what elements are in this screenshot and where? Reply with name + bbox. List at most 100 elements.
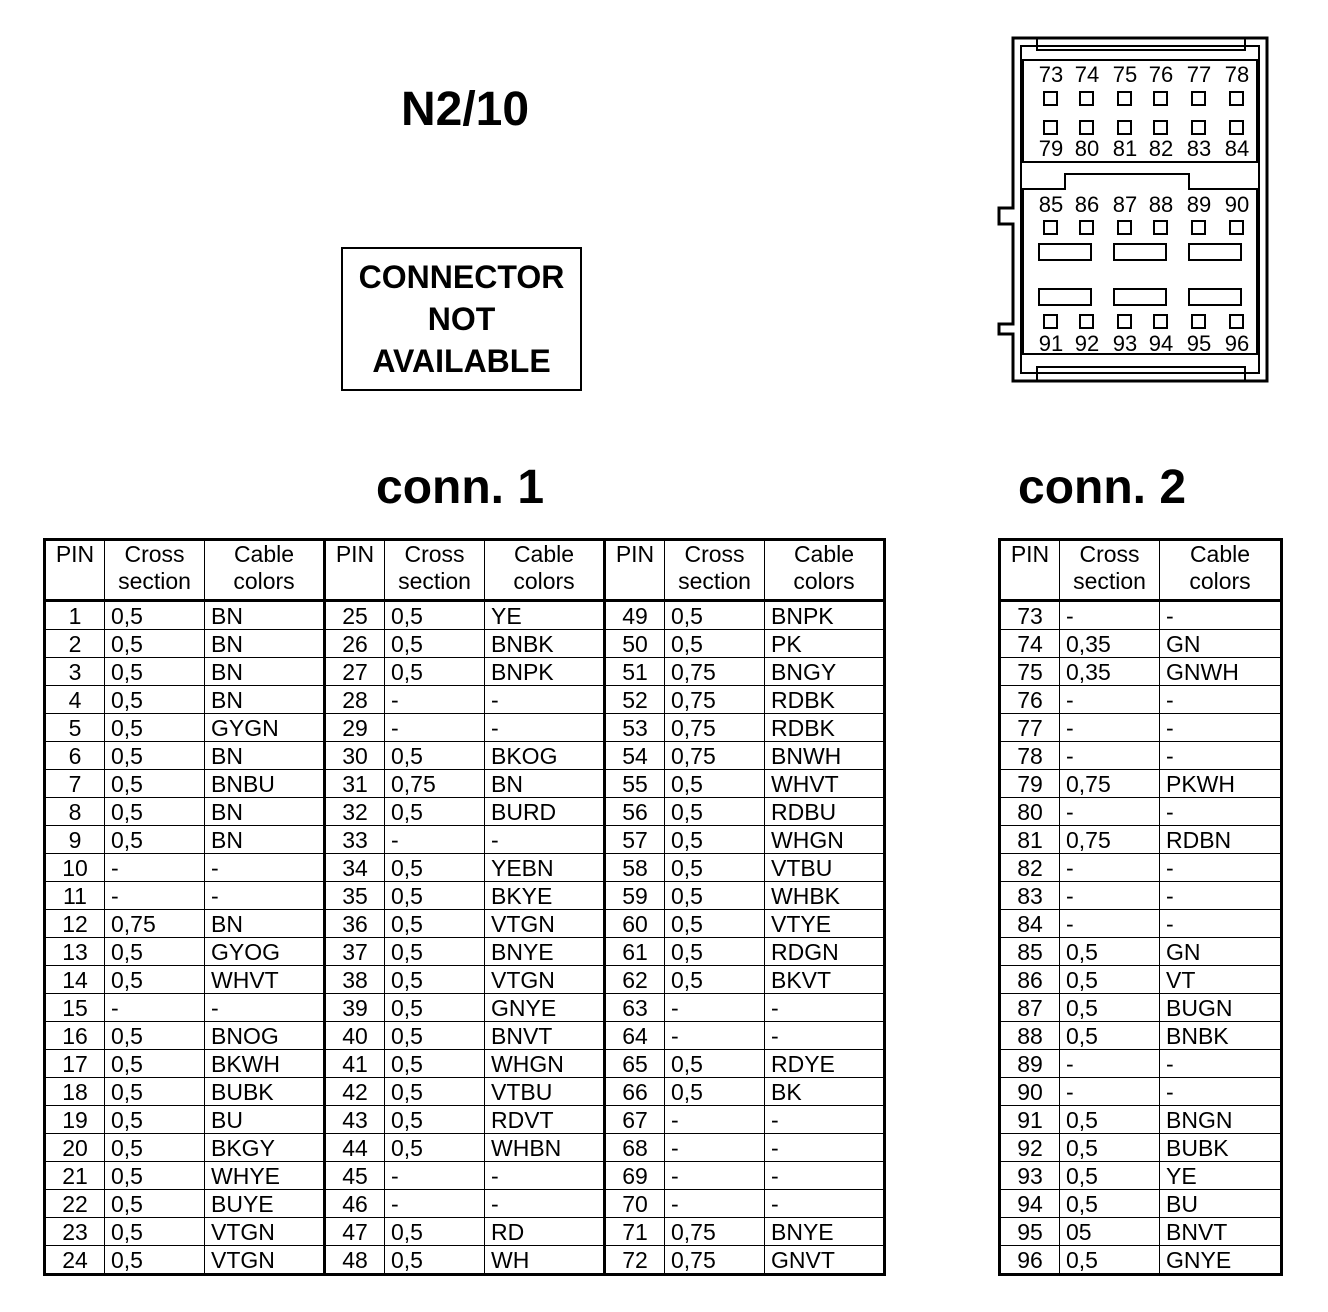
conn-1-pin-table: PIN Cross section Cable colors PIN Cross… bbox=[43, 538, 886, 1276]
header-cable-colors: Cable colors bbox=[1159, 539, 1282, 602]
pin-number: 54 bbox=[604, 741, 665, 770]
pin-number: 61 bbox=[604, 937, 665, 966]
cross-section-value: - bbox=[664, 1105, 765, 1134]
cable-color-value: BN bbox=[204, 825, 326, 854]
pin-number: 50 bbox=[604, 629, 665, 658]
cable-color-value: BN bbox=[484, 769, 606, 798]
table-row: 82-- bbox=[999, 853, 1282, 882]
cable-color-value: PKWH bbox=[1159, 769, 1282, 798]
cable-color-value: GYGN bbox=[204, 713, 326, 742]
cable-color-value: - bbox=[204, 993, 326, 1022]
header-cross-section: Cross section bbox=[104, 539, 205, 602]
cross-section-value: 0,75 bbox=[664, 1245, 765, 1275]
pin-label: 74 bbox=[1075, 62, 1099, 87]
pin-number: 21 bbox=[44, 1161, 105, 1190]
cable-color-value: BN bbox=[204, 657, 326, 686]
pin-cavity bbox=[1043, 91, 1058, 106]
pin-label: 93 bbox=[1113, 331, 1137, 356]
pin-number: 7 bbox=[44, 769, 105, 798]
pin-number: 1 bbox=[44, 600, 105, 630]
cross-section-value: 0,75 bbox=[1059, 769, 1160, 798]
power-slot bbox=[1188, 288, 1242, 306]
pin-number: 26 bbox=[324, 629, 385, 658]
connector-inner-outline bbox=[1020, 45, 1260, 374]
cross-section-value: 0,5 bbox=[664, 629, 765, 658]
pin-cavity bbox=[1117, 120, 1132, 135]
cross-section-value: 0,5 bbox=[384, 1077, 485, 1106]
notice-line-3: AVAILABLE bbox=[372, 343, 551, 379]
cable-color-value: BNBK bbox=[1159, 1021, 1282, 1050]
cable-color-value: WHGN bbox=[484, 1049, 606, 1078]
cross-section-value: 0,5 bbox=[1059, 937, 1160, 966]
pin-number: 13 bbox=[44, 937, 105, 966]
cable-color-value: - bbox=[484, 1189, 606, 1218]
pin-number: 20 bbox=[44, 1133, 105, 1162]
cable-color-value: BKYE bbox=[484, 881, 606, 910]
pin-number: 49 bbox=[604, 600, 665, 630]
pin-number: 18 bbox=[44, 1077, 105, 1106]
cross-section-value: 0,5 bbox=[104, 657, 205, 686]
pin-number: 76 bbox=[999, 685, 1060, 714]
power-slot bbox=[1113, 243, 1167, 261]
pin-number: 93 bbox=[999, 1161, 1060, 1190]
pin-number: 52 bbox=[604, 685, 665, 714]
pin-number: 14 bbox=[44, 965, 105, 994]
pin-number: 12 bbox=[44, 909, 105, 938]
cable-color-value: BNGN bbox=[1159, 1105, 1282, 1134]
cable-color-value: GYOG bbox=[204, 937, 326, 966]
cross-section-value: 0,5 bbox=[384, 1021, 485, 1050]
pin-number: 83 bbox=[999, 881, 1060, 910]
cross-section-value: - bbox=[104, 993, 205, 1022]
cross-section-value: 0,5 bbox=[1059, 1245, 1160, 1275]
pin-number: 39 bbox=[324, 993, 385, 1022]
cross-section-value: 0,5 bbox=[664, 600, 765, 630]
table-row: 78-- bbox=[999, 741, 1282, 770]
cross-section-value: - bbox=[104, 853, 205, 882]
cross-section-value: 0,5 bbox=[384, 600, 485, 630]
header-cross-section: Cross section bbox=[664, 539, 765, 602]
pin-number: 95 bbox=[999, 1217, 1060, 1246]
cable-color-value: VTGN bbox=[484, 909, 606, 938]
cross-section-value: 0,75 bbox=[664, 685, 765, 714]
pin-number: 47 bbox=[324, 1217, 385, 1246]
cable-color-value: BN bbox=[204, 909, 326, 938]
cross-section-value: 0,5 bbox=[104, 797, 205, 826]
pin-label: 94 bbox=[1149, 331, 1173, 356]
cross-section-value: 0,5 bbox=[384, 965, 485, 994]
pin-number: 19 bbox=[44, 1105, 105, 1134]
cable-color-value: BN bbox=[204, 741, 326, 770]
cable-color-value: - bbox=[764, 1105, 885, 1134]
cross-section-value: 0,5 bbox=[1059, 993, 1160, 1022]
pin-number: 42 bbox=[324, 1077, 385, 1106]
pin-label: 86 bbox=[1075, 192, 1099, 217]
pin-cavity bbox=[1079, 120, 1094, 135]
cable-color-value: BNVT bbox=[1159, 1217, 1282, 1246]
cable-color-value: BKOG bbox=[484, 741, 606, 770]
cross-section-value: 0,5 bbox=[104, 1189, 205, 1218]
cross-section-value: 0,5 bbox=[384, 993, 485, 1022]
cable-color-value: BNOG bbox=[204, 1021, 326, 1050]
cable-color-value: RDBU bbox=[764, 797, 885, 826]
pin-cavity bbox=[1229, 220, 1244, 235]
cable-color-value: WHBN bbox=[484, 1133, 606, 1162]
cable-color-value: BNWH bbox=[764, 741, 885, 770]
pin-number: 62 bbox=[604, 965, 665, 994]
conn-1-label: conn. 1 bbox=[376, 461, 545, 514]
cross-section-value: - bbox=[384, 1189, 485, 1218]
cross-section-value: 0,5 bbox=[384, 657, 485, 686]
cable-color-value: - bbox=[1159, 909, 1282, 938]
pin-number: 80 bbox=[999, 797, 1060, 826]
pin-label: 76 bbox=[1149, 62, 1173, 87]
cross-section-value: 0,35 bbox=[1059, 657, 1160, 686]
pin-number: 87 bbox=[999, 993, 1060, 1022]
pin-number: 69 bbox=[604, 1161, 665, 1190]
cross-section-value: 0,5 bbox=[104, 1217, 205, 1246]
cable-color-value: - bbox=[764, 1133, 885, 1162]
